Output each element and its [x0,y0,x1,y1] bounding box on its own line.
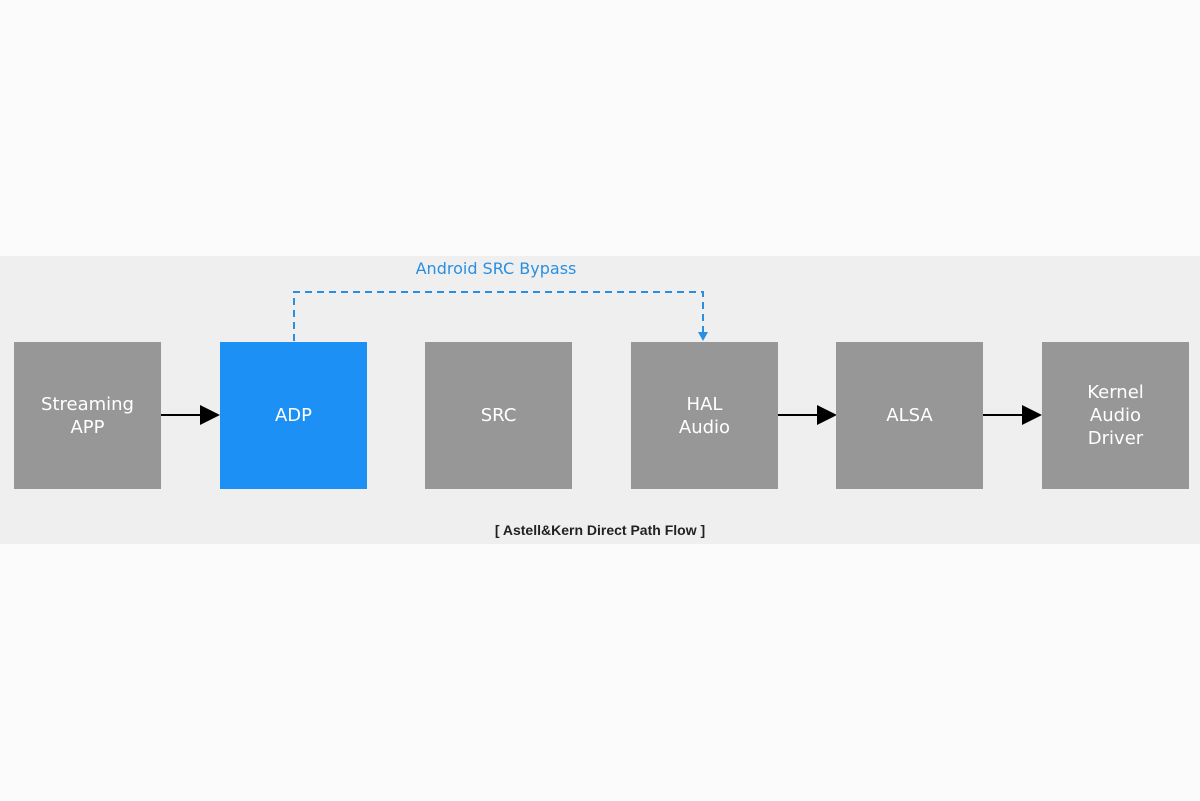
node-kernel-audio-driver: Kernel Audio Driver [1042,342,1189,489]
diagram-panel [0,256,1200,544]
bypass-arrowhead [698,332,708,341]
bypass-label: Android SRC Bypass [415,259,577,278]
node-streaming-app: Streaming APP [14,342,161,489]
edge-adp-to-hal-audio-bypass [293,291,704,341]
node-alsa: ALSA [836,342,983,489]
diagram-caption: [ Astell&Kern Direct Path Flow ] [494,522,706,538]
node-src: SRC [425,342,572,489]
node-hal-audio: HAL Audio [631,342,778,489]
node-adp: ADP [220,342,367,489]
